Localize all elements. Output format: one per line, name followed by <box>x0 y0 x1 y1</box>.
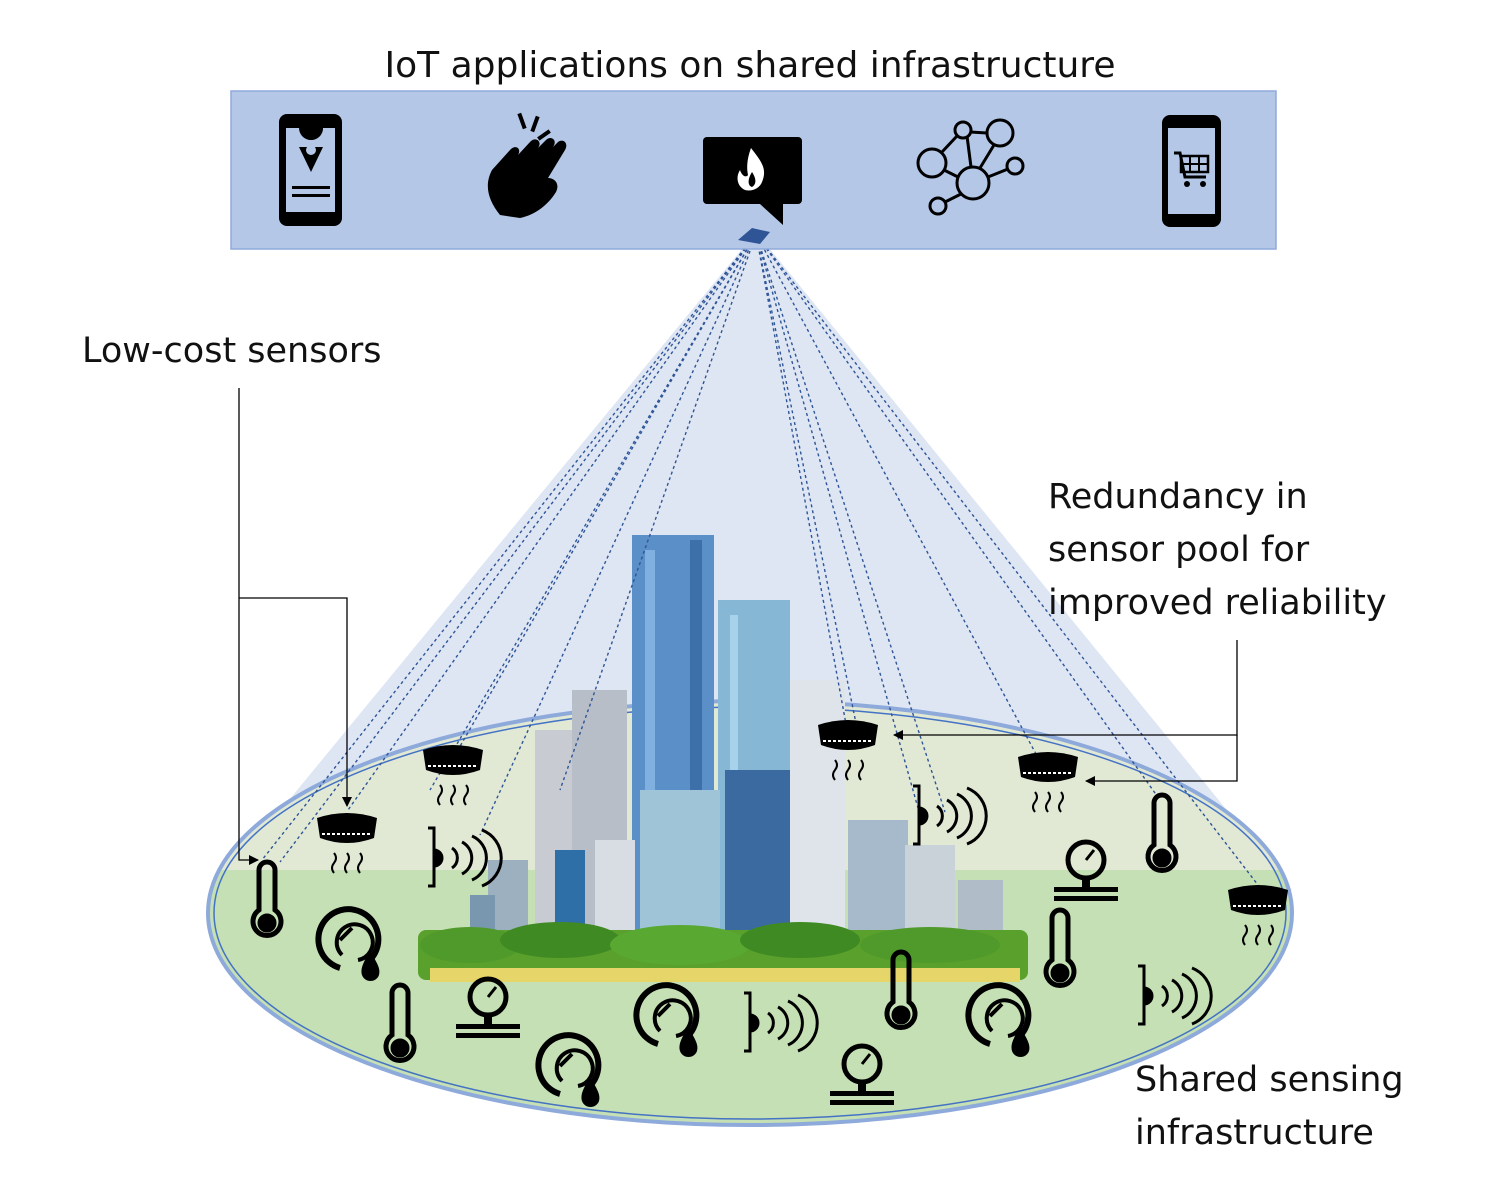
thermometer-icon <box>383 982 417 1063</box>
city-skyline <box>418 535 1028 982</box>
map-pin-phone-icon <box>279 114 342 226</box>
pressure-gauge-icon <box>830 1043 894 1105</box>
acoustic-sensor-icon <box>1138 964 1213 1026</box>
redundancy-callout <box>893 640 1238 786</box>
acoustic-sensor-icon <box>428 826 503 888</box>
diagram-title: IoT applications on shared infrastructur… <box>384 45 1116 86</box>
clapping-hands-icon <box>487 112 567 218</box>
smoke-detector-icon <box>818 720 878 781</box>
gauge-humidity-icon <box>315 906 382 982</box>
dashed-links <box>261 233 1259 886</box>
low-cost-callout <box>238 388 352 865</box>
redundancy-label: Redundancy in sensor pool for improved r… <box>1048 480 1387 639</box>
shared-label-line: infrastructure <box>1135 1113 1374 1153</box>
redundancy-label-line: Redundancy in <box>1048 477 1308 517</box>
shared-infrastructure-label: Shared sensing infrastructure <box>1135 1063 1404 1169</box>
acoustic-sensor-icon <box>744 991 819 1053</box>
fire-alert-icon <box>703 137 802 225</box>
smoke-detector-icon <box>423 745 483 806</box>
gauge-humidity-icon <box>633 982 700 1058</box>
gauge-humidity-icon <box>965 982 1032 1058</box>
thermometer-icon <box>1043 907 1077 988</box>
smoke-detector-icon <box>317 813 377 874</box>
pressure-gauge-icon <box>1054 839 1118 901</box>
acoustic-sensor-icon <box>913 784 988 846</box>
thermometer-icon <box>250 859 284 938</box>
thermometer-icon <box>884 949 918 1030</box>
apex-marker-icon <box>738 228 770 244</box>
low-cost-sensors-label: Low-cost sensors <box>82 331 382 371</box>
redundancy-label-line: sensor pool for <box>1048 530 1310 570</box>
smoke-detector-icon <box>1228 885 1288 946</box>
pressure-gauge-icon <box>456 976 520 1038</box>
shared-label-line: Shared sensing <box>1135 1060 1404 1100</box>
gauge-humidity-icon <box>535 1032 602 1108</box>
social-network-icon <box>916 118 1025 216</box>
coverage-cone <box>215 232 1292 890</box>
thermometer-icon <box>1145 792 1179 873</box>
shopping-cart-phone-icon <box>1162 115 1221 227</box>
redundancy-label-line: improved reliability <box>1048 583 1387 623</box>
smoke-detector-icon <box>1018 752 1078 813</box>
